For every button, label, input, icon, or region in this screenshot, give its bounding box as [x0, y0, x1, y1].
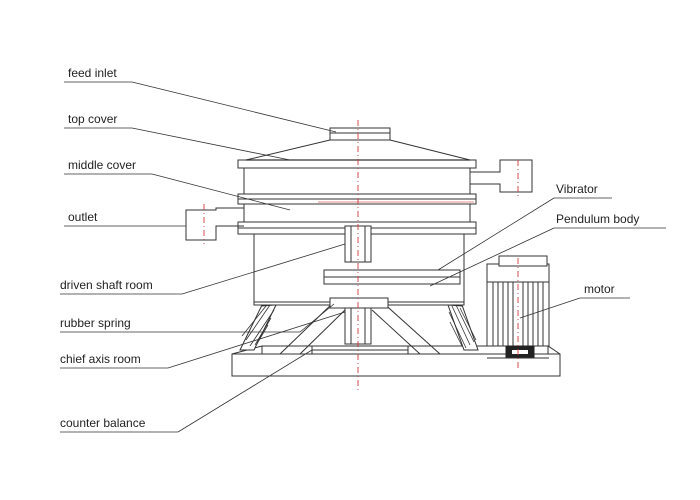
rubber-spring-right — [447, 304, 479, 351]
label-driven-shaft-room: driven shaft room — [60, 278, 153, 292]
label-outlet: outlet — [68, 210, 98, 224]
label-feed-inlet: feed inlet — [68, 66, 117, 80]
label-motor: motor — [584, 282, 615, 296]
driven-shaft-room — [344, 225, 372, 263]
label-pendulum-body: Pendulum body — [556, 212, 639, 226]
chief-axis-room — [329, 297, 389, 345]
feed-inlet-pipe — [329, 127, 391, 141]
label-chief-axis-room: chief axis room — [60, 352, 141, 366]
leader-lines — [60, 81, 666, 433]
upper-outlet — [470, 159, 533, 193]
label-vibrator: Vibrator — [556, 182, 598, 196]
label-middle-cover: middle cover — [68, 158, 136, 172]
counter-balance — [311, 345, 409, 355]
middle-cover — [237, 165, 477, 223]
labels: feed inlet top cover middle cover outlet… — [60, 66, 639, 430]
centerlines — [203, 120, 519, 390]
lower-outlet — [185, 207, 244, 241]
label-counter-balance: counter balance — [60, 416, 146, 430]
label-rubber-spring: rubber spring — [60, 316, 131, 330]
top-cover — [237, 139, 477, 169]
label-top-cover: top cover — [68, 112, 117, 126]
